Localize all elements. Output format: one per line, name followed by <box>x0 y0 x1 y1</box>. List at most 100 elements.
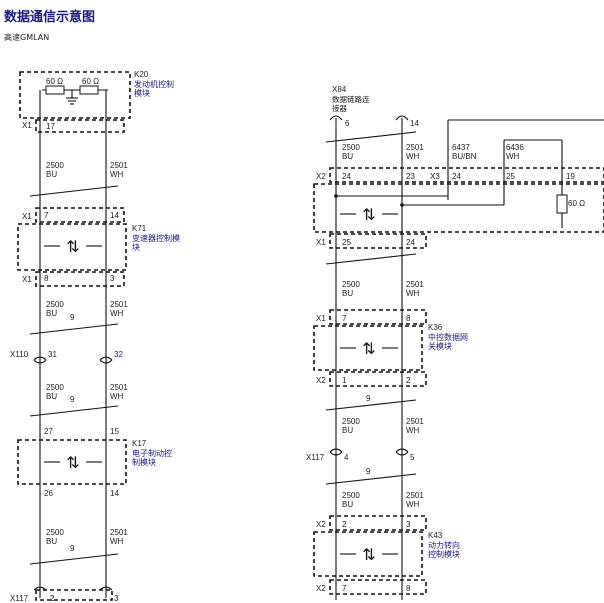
page-title: 数据通信示意图 <box>4 10 96 25</box>
x84-pin-bu: 6 <box>345 119 350 128</box>
x117r-wh-connector <box>395 448 409 453</box>
right-w2-bu-color: BU <box>342 289 353 298</box>
x117l-pin-bu: 2 <box>50 594 55 603</box>
right-twist-0 <box>325 131 417 143</box>
x1-bot-pin-bu: 25 <box>342 238 351 247</box>
k43-pin-top-bu: 2 <box>342 520 347 529</box>
k36-pin-top-wh: 8 <box>406 314 411 323</box>
right-twist-1 <box>325 253 417 265</box>
left-w4-bu-num: 2500 <box>46 528 64 537</box>
k20-resistor-2 <box>79 85 99 95</box>
junction-wh <box>400 203 404 207</box>
k43-pin-bot-wh: 8 <box>406 584 411 593</box>
k17-pin-bot-wh: 14 <box>110 489 119 498</box>
ext-6436-num: 6436 <box>506 143 524 152</box>
left-w3-twist: 9 <box>70 395 75 404</box>
x110-pin-bu: 31 <box>48 350 57 359</box>
x2-conn: X2 <box>316 172 326 181</box>
x117r-ref: X117 <box>306 453 325 462</box>
x117r-bu-connector-b <box>329 451 343 456</box>
x117r-bu-connector <box>329 448 343 453</box>
k43-connector-bot <box>329 579 427 595</box>
x1-bot-pin-wh: 24 <box>406 238 415 247</box>
k20-resistor-1 <box>45 85 65 95</box>
k17-pin-top-bu: 27 <box>44 427 53 436</box>
x2-pin-wh: 23 <box>406 172 415 181</box>
k43-pin-top-wh: 3 <box>406 520 411 529</box>
k71-pin-bot-bu: 8 <box>44 274 49 283</box>
x3-pin-b: 25 <box>506 172 515 181</box>
left-w1-bu-num: 2500 <box>46 161 64 170</box>
right-w4-twist: 9 <box>366 467 371 476</box>
x1-connector-bot <box>329 233 427 249</box>
left-w4-twist: 9 <box>70 544 75 553</box>
k71-ref: K71 <box>132 224 147 233</box>
k20-name-2: 模块 <box>134 88 150 98</box>
gateway-module-box <box>313 183 604 233</box>
gw-transceiver-icon: ⇅ <box>362 205 375 224</box>
right-w1-bu-num: 2500 <box>342 143 360 152</box>
k36-pin-top-bu: 7 <box>342 314 347 323</box>
k20-conn: X1 <box>22 121 32 130</box>
left-w2-bu-color: BU <box>46 309 57 318</box>
k43-conn-top: X2 <box>316 520 326 529</box>
k36-conn-bot: X2 <box>316 376 326 385</box>
k43-name-2: 控制模块 <box>428 549 460 559</box>
right-w1-bu-color: BU <box>342 152 353 161</box>
k43-transceiver-icon: ⇅ <box>362 545 375 564</box>
x3-conn: X3 <box>430 172 440 181</box>
right-twist-3 <box>325 473 417 485</box>
right-w1-wh-num: 2501 <box>406 143 424 152</box>
k20-connector-box <box>35 119 125 133</box>
k36-transceiver-icon: ⇅ <box>362 339 375 358</box>
x110-bu-connector <box>33 356 47 361</box>
x2-pin-bu: 24 <box>342 172 351 181</box>
left-twist-1 <box>29 185 119 197</box>
ext-6436-color: WH <box>506 152 520 161</box>
right-w4-wh-num: 2501 <box>406 491 424 500</box>
k20-res1-label: 60 Ω <box>46 77 63 86</box>
k43-name-1: 动力转向 <box>428 540 460 550</box>
right-w2-wh-color: WH <box>406 289 420 298</box>
k43-connector-top <box>329 515 427 531</box>
left-w3-bu-num: 2500 <box>46 383 64 392</box>
k20-pin-bu: 17 <box>46 122 55 131</box>
left-w2-wh-color: WH <box>110 309 124 318</box>
k71-name-1: 变速器控制模 <box>132 233 180 243</box>
right-w4-bu-color: BU <box>342 500 353 509</box>
k17-name-2: 制模块 <box>132 457 156 467</box>
x117l-pin-wh: 3 <box>114 594 119 603</box>
left-w4-bu-color: BU <box>46 537 57 546</box>
x84-bu-connector <box>329 115 343 121</box>
left-twist-4 <box>29 553 119 565</box>
x117r-pin-wh: 5 <box>410 453 415 462</box>
x84-name-2: 接器 <box>332 103 347 113</box>
ext-6437-color: BU/BN <box>452 152 477 161</box>
terminating-resistor <box>556 194 568 214</box>
left-w3-wh-num: 2501 <box>110 383 128 392</box>
k71-conn-bot: X1 <box>22 275 32 284</box>
k71-connector-bot <box>35 271 125 287</box>
k36-name-2: 关模块 <box>428 341 452 351</box>
k20-name-1: 发动机控制 <box>134 79 174 89</box>
k43-conn-bot: X2 <box>316 584 326 593</box>
page-subtitle: 高速GMLAN <box>4 33 50 42</box>
x84-pin-wh: 14 <box>410 119 419 128</box>
junction-bu <box>334 194 338 198</box>
x110-pin-wh: 32 <box>114 350 123 359</box>
k17-name-1: 电子制动控 <box>132 448 172 458</box>
k17-pin-bot-bu: 26 <box>44 489 53 498</box>
right-w4-bu-num: 2500 <box>342 491 360 500</box>
right-w3-wh-color: WH <box>406 426 420 435</box>
left-w1-wh-color: WH <box>110 170 124 179</box>
x3-pin-c: 19 <box>566 172 575 181</box>
x117r-wh-connector-b <box>395 451 409 456</box>
left-w2-twist: 9 <box>70 313 75 322</box>
right-twist-2 <box>325 399 417 411</box>
x117l-bu-connector <box>33 586 47 591</box>
k43-module-box <box>313 531 423 577</box>
k20-ref: K20 <box>134 70 149 79</box>
x117l-ref: X117 <box>10 594 29 603</box>
k17-ref: K17 <box>132 439 147 448</box>
x2-x3-connector-top <box>329 167 604 183</box>
